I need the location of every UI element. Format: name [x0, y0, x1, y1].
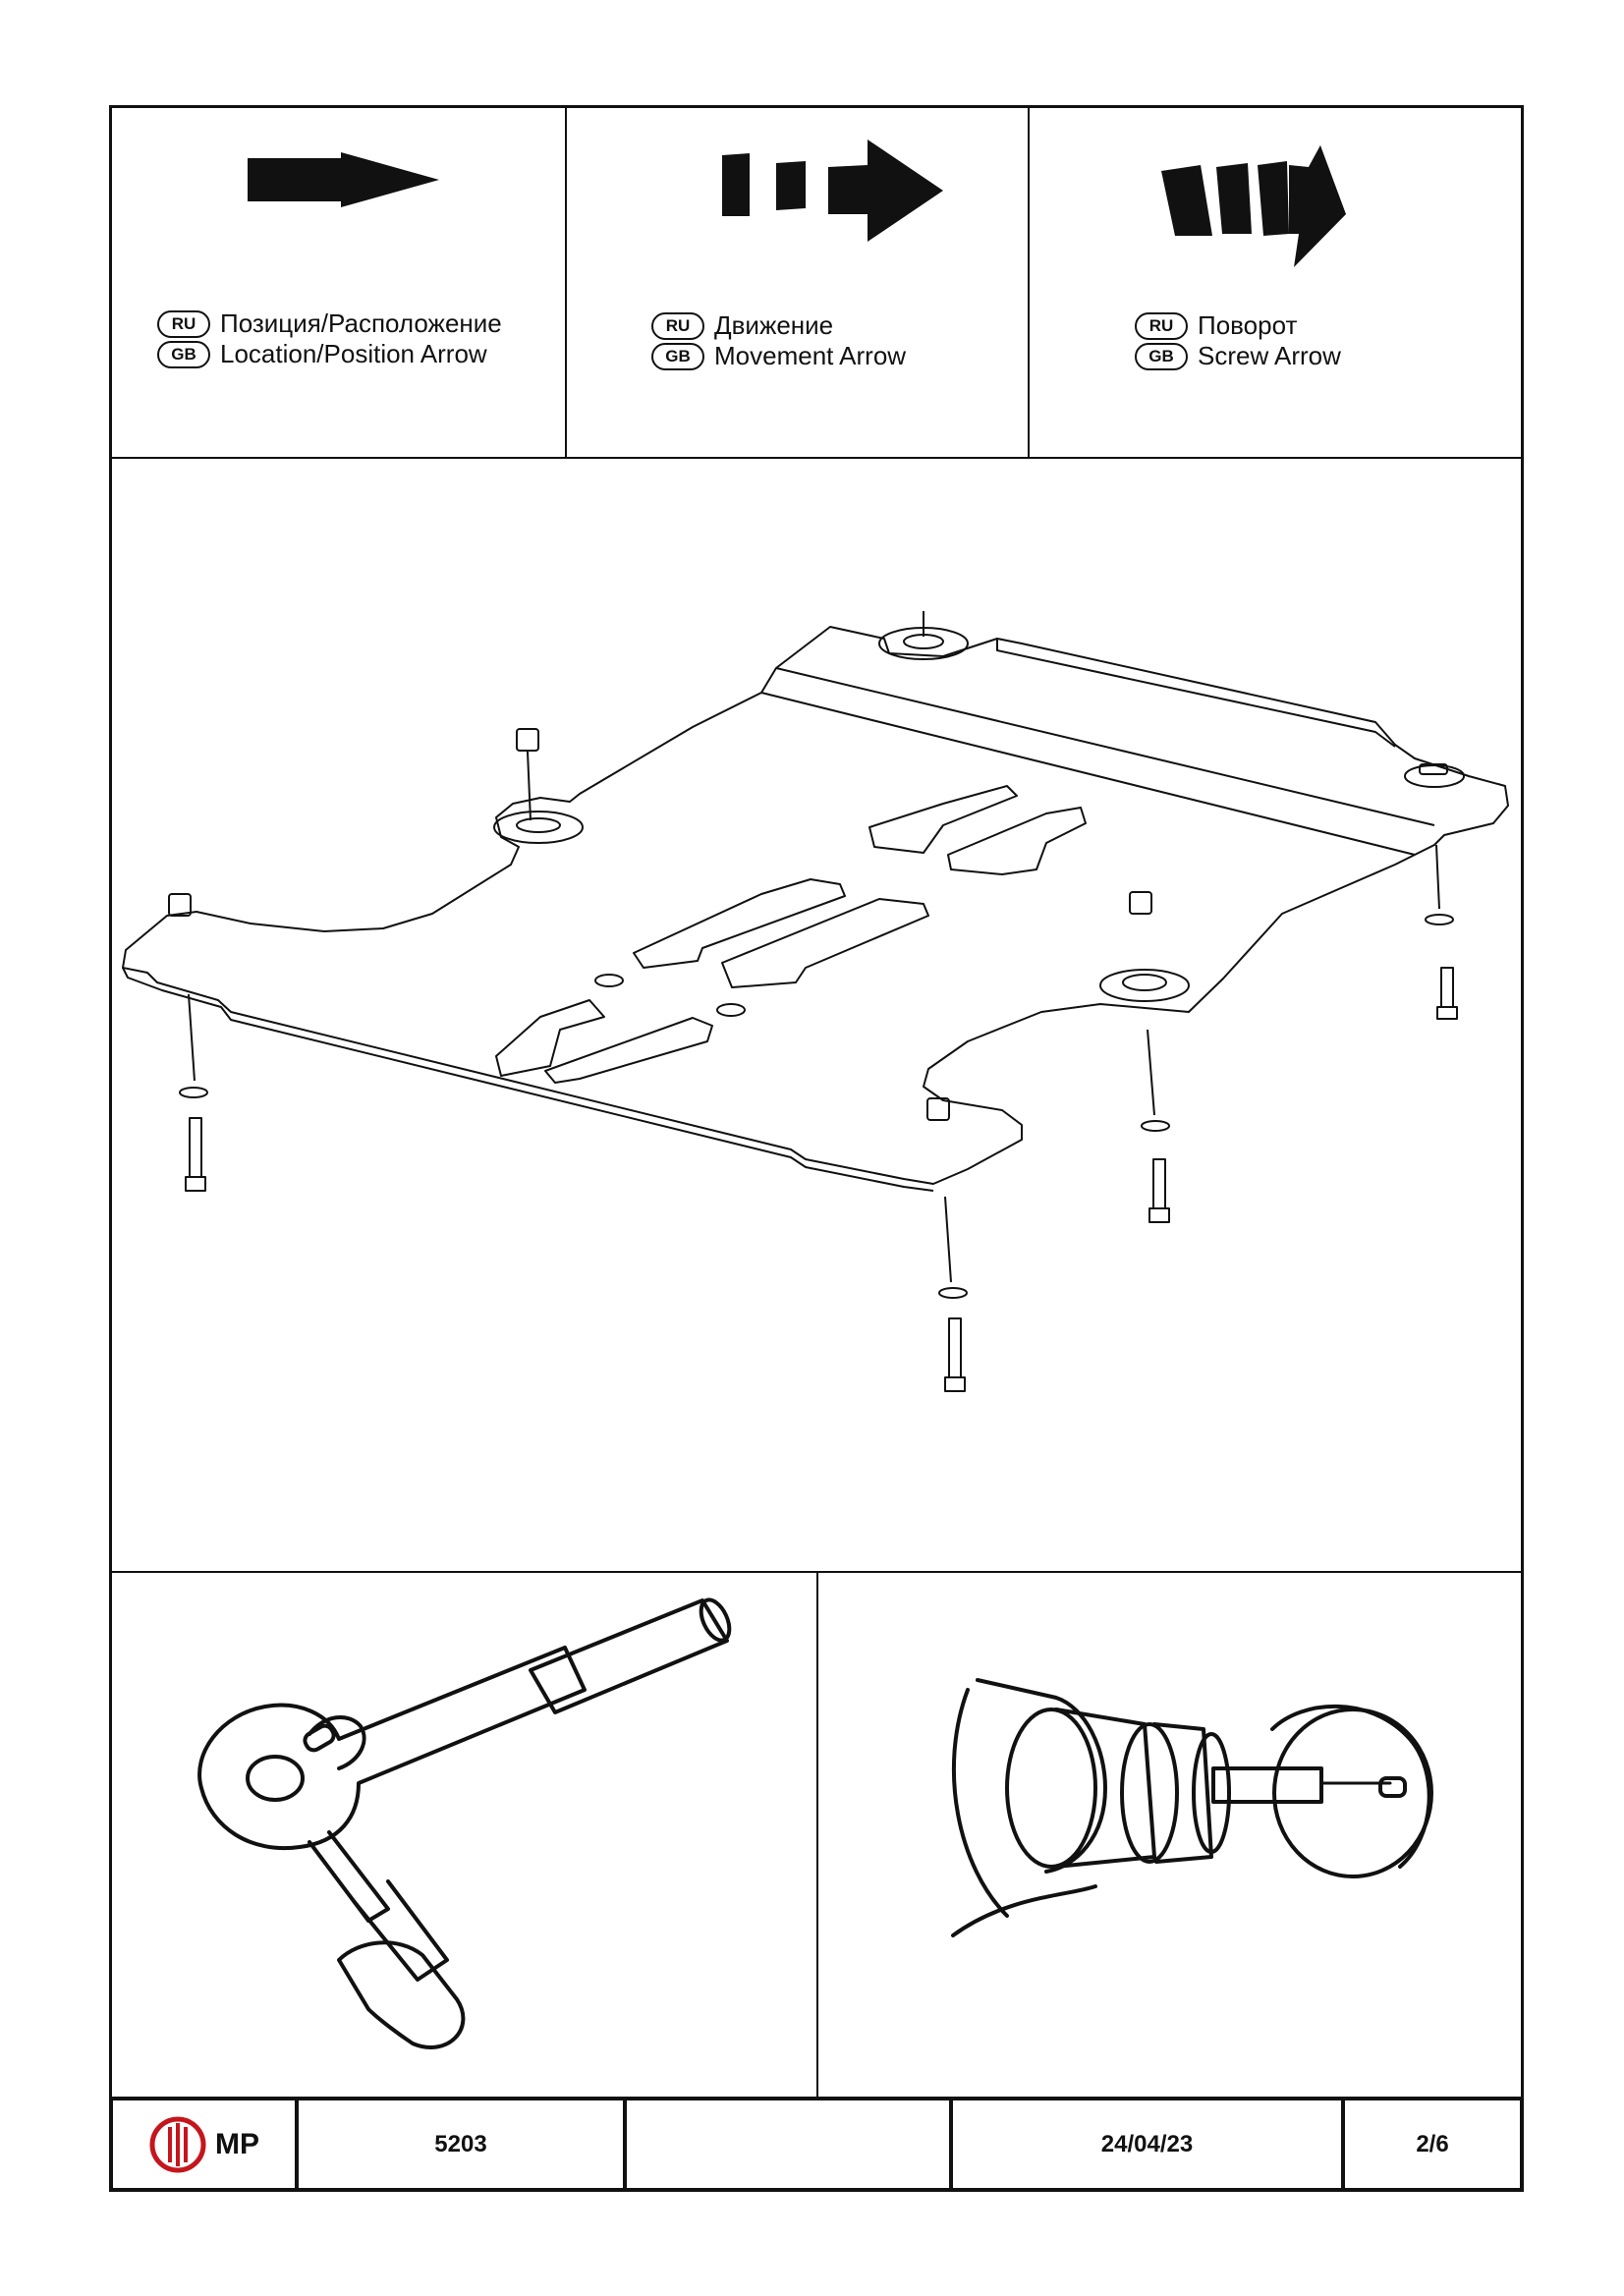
drill-hole-saw-icon — [951, 1678, 1433, 1937]
page-number: 2/6 — [1416, 2130, 1449, 2157]
footer-title-block: MP 5203 24/04/23 2/6 — [109, 2097, 1524, 2192]
mount-bushings — [493, 627, 1465, 1002]
ratchet-wrench-icon — [197, 1597, 732, 2049]
legend-divider — [1028, 105, 1030, 459]
lang-badge-ru: RU — [157, 309, 210, 338]
part-number: 5203 — [434, 2130, 487, 2157]
tools-divider — [816, 1571, 818, 2099]
footer-divider — [949, 2100, 953, 2188]
skid-plate-outline — [122, 626, 1509, 1185]
legend-bottom-border — [109, 457, 1524, 459]
footer-logo: MP — [113, 2100, 295, 2188]
legend-movement: RU Движение GB Movement Arrow — [651, 310, 906, 371]
mp-logo-icon — [149, 2116, 206, 2172]
footer-blank-field — [627, 2100, 949, 2188]
legend-divider — [565, 105, 567, 459]
footer-divider — [623, 2100, 627, 2188]
legend-location: RU Позиция/Расположение GB Location/Positi… — [157, 308, 502, 369]
lang-badge-gb: GB — [157, 340, 210, 368]
legend-text-gb: Location/Position Arrow — [220, 339, 487, 368]
legend-text-gb: Screw Arrow — [1198, 341, 1341, 370]
lang-badge-ru: RU — [1135, 311, 1188, 340]
lang-badge-ru: RU — [651, 311, 704, 340]
footer-divider — [295, 2100, 299, 2188]
nut-icons — [168, 611, 1152, 1121]
legend-screw: RU Поворот GB Screw Arrow — [1135, 310, 1341, 371]
legend-text-ru: Позиция/Расположение — [220, 308, 502, 338]
legend-text-ru: Движение — [714, 310, 834, 340]
legend-text-ru: Поворот — [1198, 310, 1298, 340]
logo-text: MP — [215, 2127, 259, 2160]
lang-badge-gb: GB — [651, 342, 704, 370]
movement-arrow-icon — [722, 140, 943, 242]
lang-badge-gb: GB — [1135, 342, 1188, 370]
location-arrow-icon — [248, 152, 439, 207]
footer-divider — [1341, 2100, 1345, 2188]
screw-arrow-icon — [1161, 145, 1346, 267]
plate-slots — [495, 785, 1087, 1084]
legend-text-gb: Movement Arrow — [714, 341, 907, 370]
bolt-assemblies — [179, 844, 1458, 1392]
footer-date: 24/04/23 — [1100, 2130, 1194, 2157]
